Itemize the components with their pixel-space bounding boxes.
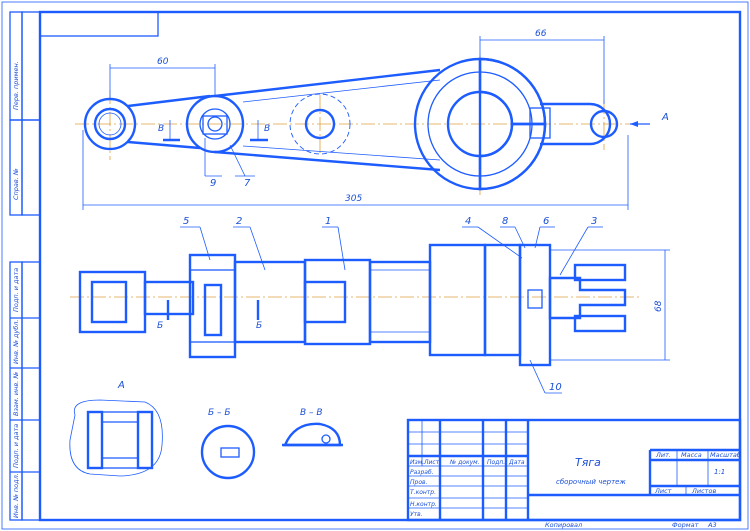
view-a-title: А bbox=[117, 380, 125, 391]
section-v-left: В bbox=[158, 124, 164, 134]
dim-60: 60 bbox=[157, 57, 169, 67]
callout-6: 6 bbox=[543, 216, 549, 227]
tb-format-value: А3 bbox=[707, 521, 717, 529]
tb-sheet: Лист bbox=[654, 487, 672, 495]
tb-scale: Масштаб bbox=[710, 451, 741, 459]
tb-tkontr: Т.контр. bbox=[410, 489, 436, 496]
section-b-left: Б bbox=[157, 321, 163, 331]
dim-66: 66 bbox=[535, 29, 547, 39]
callout-3: 3 bbox=[591, 216, 597, 227]
callout-1: 1 bbox=[325, 216, 331, 227]
side-stamp: Перв. примен. Справ. № Подп. и дата Инв.… bbox=[9, 11, 41, 521]
stamp-podp1: Подп. и дата bbox=[12, 268, 20, 312]
tb-prov: Пров. bbox=[410, 479, 428, 486]
tb-lit: Лит. bbox=[655, 451, 671, 459]
tb-name: Тяга bbox=[575, 456, 601, 469]
tb-utv: Утв. bbox=[410, 511, 423, 518]
tb-nkontr: Н.контр. bbox=[410, 501, 437, 508]
stamp-podl: Инв. № подл. bbox=[12, 473, 20, 518]
top-corner-box bbox=[39, 11, 159, 37]
top-dimensions: 60 66 305 bbox=[82, 29, 629, 210]
tb-copied: Копировал bbox=[545, 521, 582, 529]
section-bb-title: Б – Б bbox=[208, 408, 231, 418]
stamp-podp2: Подп. и дата bbox=[12, 424, 20, 468]
section-vv: В – В bbox=[282, 408, 343, 447]
stamp-perv: Перв. примен. bbox=[12, 61, 20, 110]
tb-docnum: № докум. bbox=[449, 459, 480, 466]
tb-scale-value: 1:1 bbox=[714, 468, 725, 476]
section-vv-title: В – В bbox=[300, 408, 323, 418]
stamp-vzam: Взам. инв. № bbox=[12, 372, 20, 416]
tb-izm: Изм. bbox=[410, 459, 424, 466]
title-block: Изм. Лист № докум. Подп. Дата Разраб. Пр… bbox=[406, 418, 742, 529]
section-b-right: Б bbox=[256, 321, 262, 331]
dim-305: 305 bbox=[345, 194, 362, 204]
callout-10: 10 bbox=[549, 382, 562, 393]
callout-7: 7 bbox=[244, 178, 251, 189]
stamp-sprav: Справ. № bbox=[12, 168, 20, 200]
tb-format: Формат bbox=[672, 521, 699, 529]
view-a-mark: А bbox=[661, 112, 669, 123]
top-view: А В В bbox=[75, 55, 669, 195]
view-a: А bbox=[69, 380, 163, 477]
callout-9: 9 bbox=[210, 178, 216, 189]
drawing-frame bbox=[38, 10, 742, 522]
tb-doctype: сборочный чертеж bbox=[556, 478, 626, 486]
callout-4: 4 bbox=[465, 216, 471, 227]
callout-8: 8 bbox=[502, 216, 508, 227]
callouts: 5 2 1 4 8 6 3 10 9 7 bbox=[180, 138, 603, 394]
front-view: Б Б bbox=[70, 243, 640, 367]
stamp-dubl: Инв. № дубл. bbox=[12, 320, 20, 364]
tb-podp: Подп. bbox=[487, 459, 505, 466]
section-bb: Б – Б bbox=[200, 408, 256, 480]
tb-data: Дата bbox=[508, 459, 525, 466]
section-v-right: В bbox=[264, 124, 270, 134]
dim-68: 68 bbox=[654, 300, 664, 312]
right-dimension: 68 bbox=[550, 249, 670, 361]
tb-sheets: Листов bbox=[691, 487, 716, 495]
tb-mass: Масса bbox=[681, 451, 702, 459]
callout-5: 5 bbox=[183, 216, 189, 227]
callout-2: 2 bbox=[236, 216, 242, 227]
tb-razrab: Разраб. bbox=[410, 469, 434, 476]
tb-list: Лист bbox=[423, 459, 440, 466]
